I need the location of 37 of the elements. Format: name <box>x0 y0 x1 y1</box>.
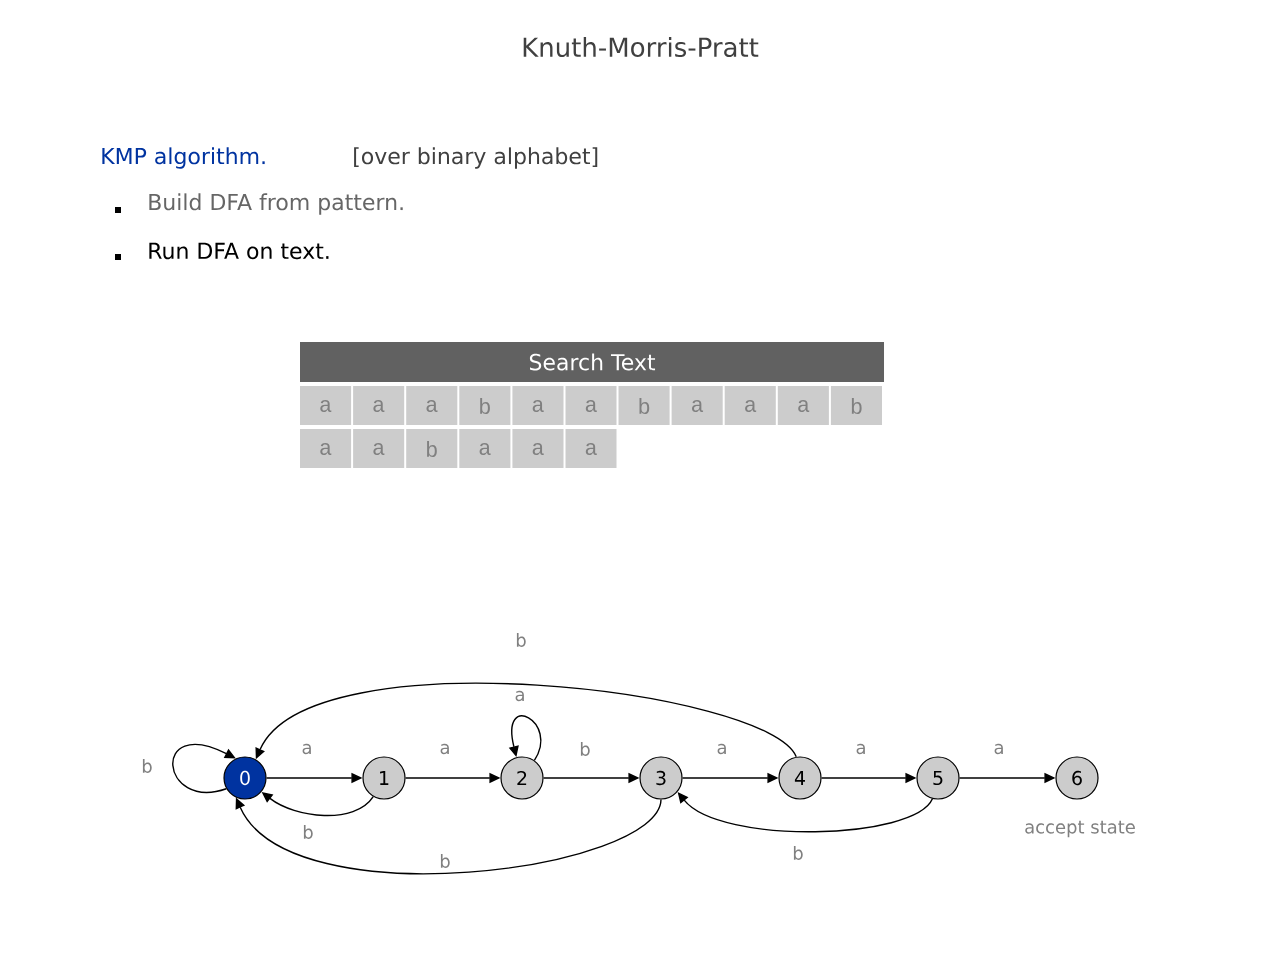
edge-label: b <box>438 853 452 869</box>
edge-label: a <box>992 742 1006 756</box>
table-cell: a <box>671 386 723 425</box>
edge-label: b <box>791 845 805 861</box>
table-cell: a <box>565 429 617 468</box>
bullet-text: Run DFA on text. <box>149 242 329 260</box>
table-cell: a <box>300 386 352 425</box>
table-cell: a <box>459 429 511 468</box>
table-cell: b <box>830 386 882 425</box>
table-cell: b <box>406 429 458 468</box>
title: Knuth-Morris-Pratt <box>523 36 759 58</box>
edge-label: b <box>301 824 315 840</box>
edge-label: a <box>715 742 729 756</box>
table-cell: a <box>777 386 829 425</box>
heading-text: KMP algorithm. <box>102 147 265 169</box>
edge-label: b <box>514 632 528 648</box>
table-cell: a <box>406 386 458 425</box>
heading-text: [over binary alphabet] <box>354 147 598 169</box>
table-header: Search Text <box>300 342 884 382</box>
table-cell: a <box>353 429 405 468</box>
state-caption: accept state <box>1025 820 1135 838</box>
table-cell: b <box>618 386 670 425</box>
edge-label: a <box>438 742 452 756</box>
table-cell: a <box>353 386 405 425</box>
edge-label: b <box>578 741 592 757</box>
edge-label: a <box>854 742 868 756</box>
table-cell: a <box>300 429 352 468</box>
table-cell: b <box>459 386 511 425</box>
table-cell: a <box>565 386 617 425</box>
edge-label: a <box>300 742 314 756</box>
table-cell: a <box>724 386 776 425</box>
table-cell: a <box>512 429 564 468</box>
edge-label: a <box>513 689 527 703</box>
edge-label: b <box>140 758 154 774</box>
loop-arrow <box>172 743 236 793</box>
bullet-text: Build DFA from pattern. <box>149 193 403 215</box>
table-cell: a <box>512 386 564 425</box>
